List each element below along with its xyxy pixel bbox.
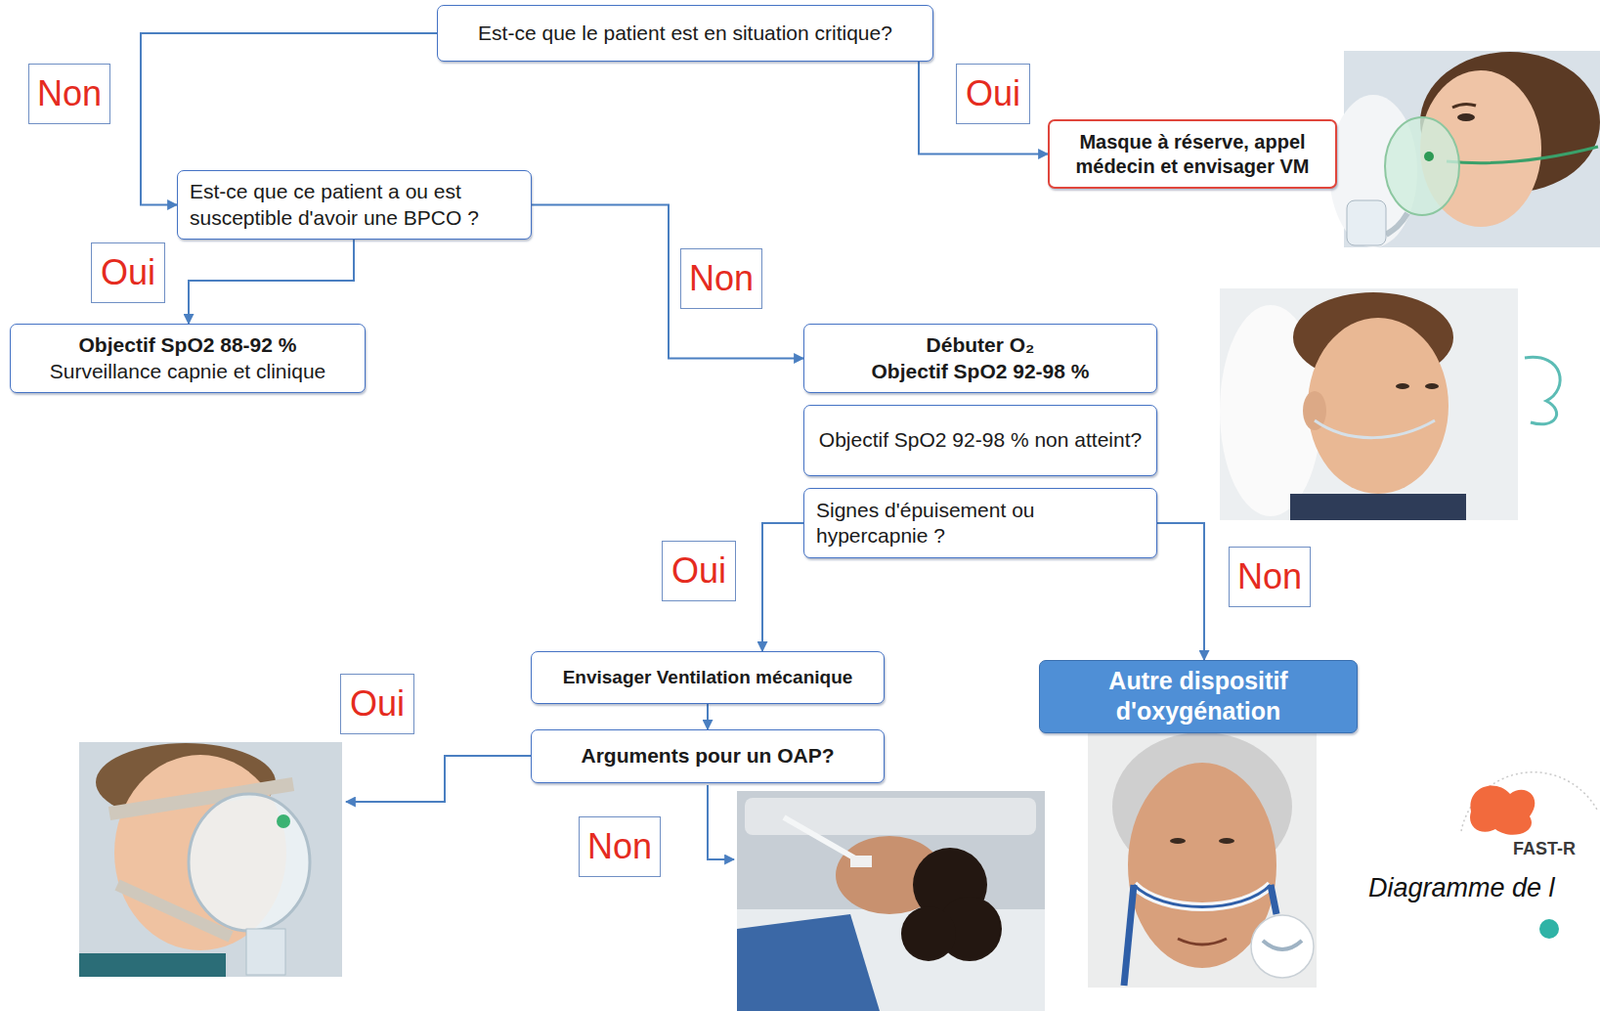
shirt xyxy=(79,952,226,977)
eye xyxy=(1395,383,1410,390)
branch-label: Non xyxy=(1228,546,1311,607)
gown xyxy=(736,913,880,1011)
connector-to-photo xyxy=(345,755,531,802)
high-flow-cannula xyxy=(1133,884,1271,908)
node-text: Débuter O₂ xyxy=(816,332,1145,358)
branch-label: Non xyxy=(680,248,763,309)
photo-ground xyxy=(1087,729,1317,988)
node-body-text: Surveillance capnie et clinique xyxy=(22,358,353,385)
photo-ground xyxy=(1219,288,1518,520)
decision-box: Signes d'épuisement ou hypercapnie ? xyxy=(803,487,1158,559)
niv-mask-photo xyxy=(79,741,343,977)
node-text: Est-ce que le patient est en situation c… xyxy=(449,20,921,46)
mask-valve xyxy=(1424,151,1434,162)
cannula-tube-fragment xyxy=(1524,356,1560,424)
nasal-cannula xyxy=(1314,420,1435,438)
eye xyxy=(1425,383,1439,390)
reservoir-mask-photo xyxy=(1329,50,1600,248)
bed-rail xyxy=(744,797,1037,835)
flow-connector xyxy=(762,522,804,651)
mouth xyxy=(1177,938,1227,945)
mask-tube xyxy=(246,928,286,975)
node-text: Signes d'épuisement ou hypercapnie ? xyxy=(816,497,1145,550)
tube-holder xyxy=(850,855,872,867)
connector-to-photo xyxy=(707,784,735,860)
branch-label: Oui xyxy=(661,540,736,602)
branch-label: Non xyxy=(578,816,661,877)
nasal-cannula-photo xyxy=(1219,288,1518,520)
oxygen-mask xyxy=(1384,117,1460,216)
logo-blob xyxy=(1470,785,1535,835)
logo-wordmark: FAST-R xyxy=(1513,838,1576,860)
inset-circle xyxy=(1251,914,1314,978)
flow-connector xyxy=(918,61,1048,155)
node-text: Envisager Ventilation mécanique xyxy=(543,665,872,690)
niv-mask xyxy=(188,793,310,931)
branch-label: Non xyxy=(28,63,111,125)
flow-connector xyxy=(531,205,804,359)
branch-label: Oui xyxy=(90,242,166,303)
cannula-detail xyxy=(1262,940,1302,950)
device-box: Autre dispositif d'oxygénation xyxy=(1038,659,1358,734)
node-text: Arguments pour un OAP? xyxy=(543,742,872,769)
intubated-patient-photo xyxy=(736,790,1045,1011)
cannula-tube xyxy=(1270,884,1277,914)
eye xyxy=(1457,113,1475,122)
mask-tube xyxy=(1385,213,1408,235)
shirt xyxy=(1290,493,1467,520)
eye xyxy=(1218,837,1235,844)
high-flow-cannula xyxy=(1133,884,1271,908)
action-box: Envisager Ventilation mécanique xyxy=(530,650,885,704)
node-text: Objectif SpO2 92-98 % non atteint? xyxy=(816,427,1145,453)
target-box: Objectif SpO2 88-92 %Surveillance capnie… xyxy=(9,323,366,393)
high-flow-cannula-photo xyxy=(1087,729,1317,988)
photo-ground xyxy=(79,741,343,977)
node-text: Autre dispositif d'oxygénation xyxy=(1051,665,1345,728)
eyebrow xyxy=(1452,103,1476,108)
hair xyxy=(901,906,956,961)
decision-box: Est-ce que ce patient a ou est susceptib… xyxy=(176,170,532,240)
mask-strap xyxy=(1446,146,1599,164)
logo-dot xyxy=(1539,918,1559,939)
branch-label: Oui xyxy=(955,63,1031,125)
node-text: Objectif SpO2 88-92 % xyxy=(22,332,353,358)
node-body-text: Objectif SpO2 92-98 % xyxy=(816,358,1145,385)
decision-box: Arguments pour un OAP? xyxy=(530,729,885,783)
decision-box: Objectif SpO2 92-98 % non atteint? xyxy=(803,404,1158,476)
fast-r-logo xyxy=(1461,772,1599,939)
mask-valve xyxy=(276,814,291,828)
node-text: Masque à réserve, appel médecin et envis… xyxy=(1061,129,1324,179)
branch-label: Oui xyxy=(340,673,415,735)
flow-connector xyxy=(188,239,354,324)
flow-connector xyxy=(1157,522,1205,660)
face xyxy=(1307,317,1449,494)
alert-action-box: Masque à réserve, appel médecin et envis… xyxy=(1047,119,1338,189)
photo-ground xyxy=(736,790,1045,1011)
eye xyxy=(1169,837,1186,844)
flow-connector xyxy=(706,703,709,730)
target-box: Débuter O₂Objectif SpO2 92-98 % xyxy=(803,323,1158,393)
reservoir-bag xyxy=(1346,200,1386,246)
node-text: Est-ce que ce patient a ou est susceptib… xyxy=(189,178,519,231)
cannula-tube xyxy=(1124,884,1134,986)
caption-fragment: Diagramme de l xyxy=(1368,872,1556,904)
decision-box: Est-ce que le patient est en situation c… xyxy=(436,4,934,62)
